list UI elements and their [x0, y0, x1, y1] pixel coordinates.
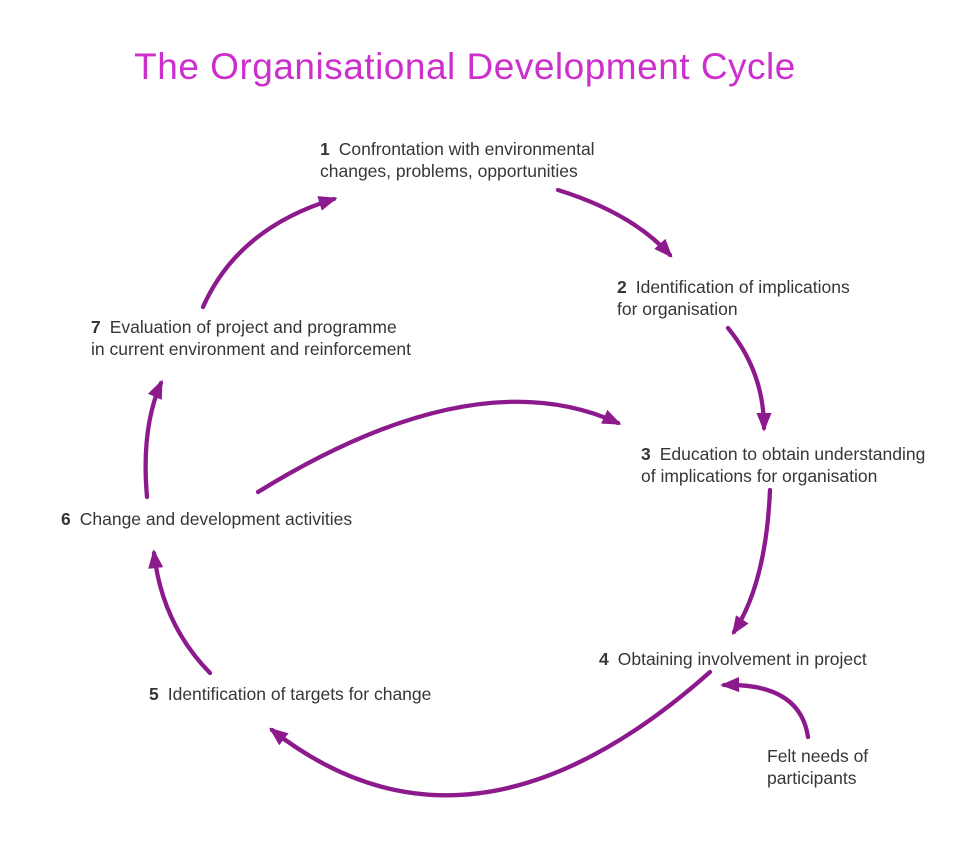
step-4-label: 4 Obtaining involvement in project — [599, 648, 867, 670]
step-6-label: 6 Change and development activities — [61, 508, 352, 530]
step-1-line-1: Confrontation with environmental — [338, 139, 595, 159]
step-2-number: 2 — [617, 277, 627, 297]
step-1-line-2: changes, problems, opportunities — [320, 161, 578, 181]
step-4-number: 4 — [599, 649, 609, 669]
arrow-6-to-3 — [255, 399, 622, 495]
arrow-1-to-2 — [555, 187, 673, 258]
arrow-3-to-4 — [731, 487, 773, 636]
arrow-2-to-3 — [725, 325, 772, 432]
step-3-number: 3 — [641, 444, 651, 464]
diagram-title: The Organisational Development Cycle — [134, 46, 796, 87]
step-4-line-1: Obtaining involvement in project — [617, 649, 867, 669]
step-5-line-1: Identification of targets for change — [167, 684, 432, 704]
step-6-line-1: Change and development activities — [79, 509, 353, 529]
step-1-number: 1 — [320, 139, 330, 159]
step-7-number: 7 — [91, 317, 101, 337]
felt-needs-line-2: participants — [767, 768, 857, 788]
step-2-line-1: Identification of implications — [635, 277, 850, 297]
arrow-6-to-7 — [143, 379, 164, 500]
felt-needs-label: Felt needs of participants — [767, 745, 868, 789]
step-3-line-2: of implications for organisation — [641, 466, 878, 486]
step-3-line-1: Education to obtain understanding — [659, 444, 926, 464]
arrow-7-to-1 — [200, 196, 338, 310]
arrow-felt-needs-to-4 — [720, 677, 811, 740]
step-2-line-2: for organisation — [617, 299, 738, 319]
step-6-number: 6 — [61, 509, 71, 529]
step-7-line-2: in current environment and reinforcement — [91, 339, 412, 359]
step-5-label: 5 Identification of targets for change — [149, 683, 431, 705]
step-3-label: 3 Education to obtain understanding of im… — [641, 443, 925, 487]
arrow-5-to-6 — [148, 549, 213, 676]
step-5-number: 5 — [149, 684, 159, 704]
step-7-label: 7 Evaluation of project and programme in … — [91, 316, 411, 360]
felt-needs-line-1: Felt needs of — [767, 746, 869, 766]
step-1-label: 1 Confrontation with environmental change… — [320, 138, 595, 182]
arrow-4-to-5 — [269, 669, 713, 798]
step-2-label: 2 Identification of implications for orga… — [617, 276, 850, 320]
step-7-line-1: Evaluation of project and programme — [109, 317, 397, 337]
